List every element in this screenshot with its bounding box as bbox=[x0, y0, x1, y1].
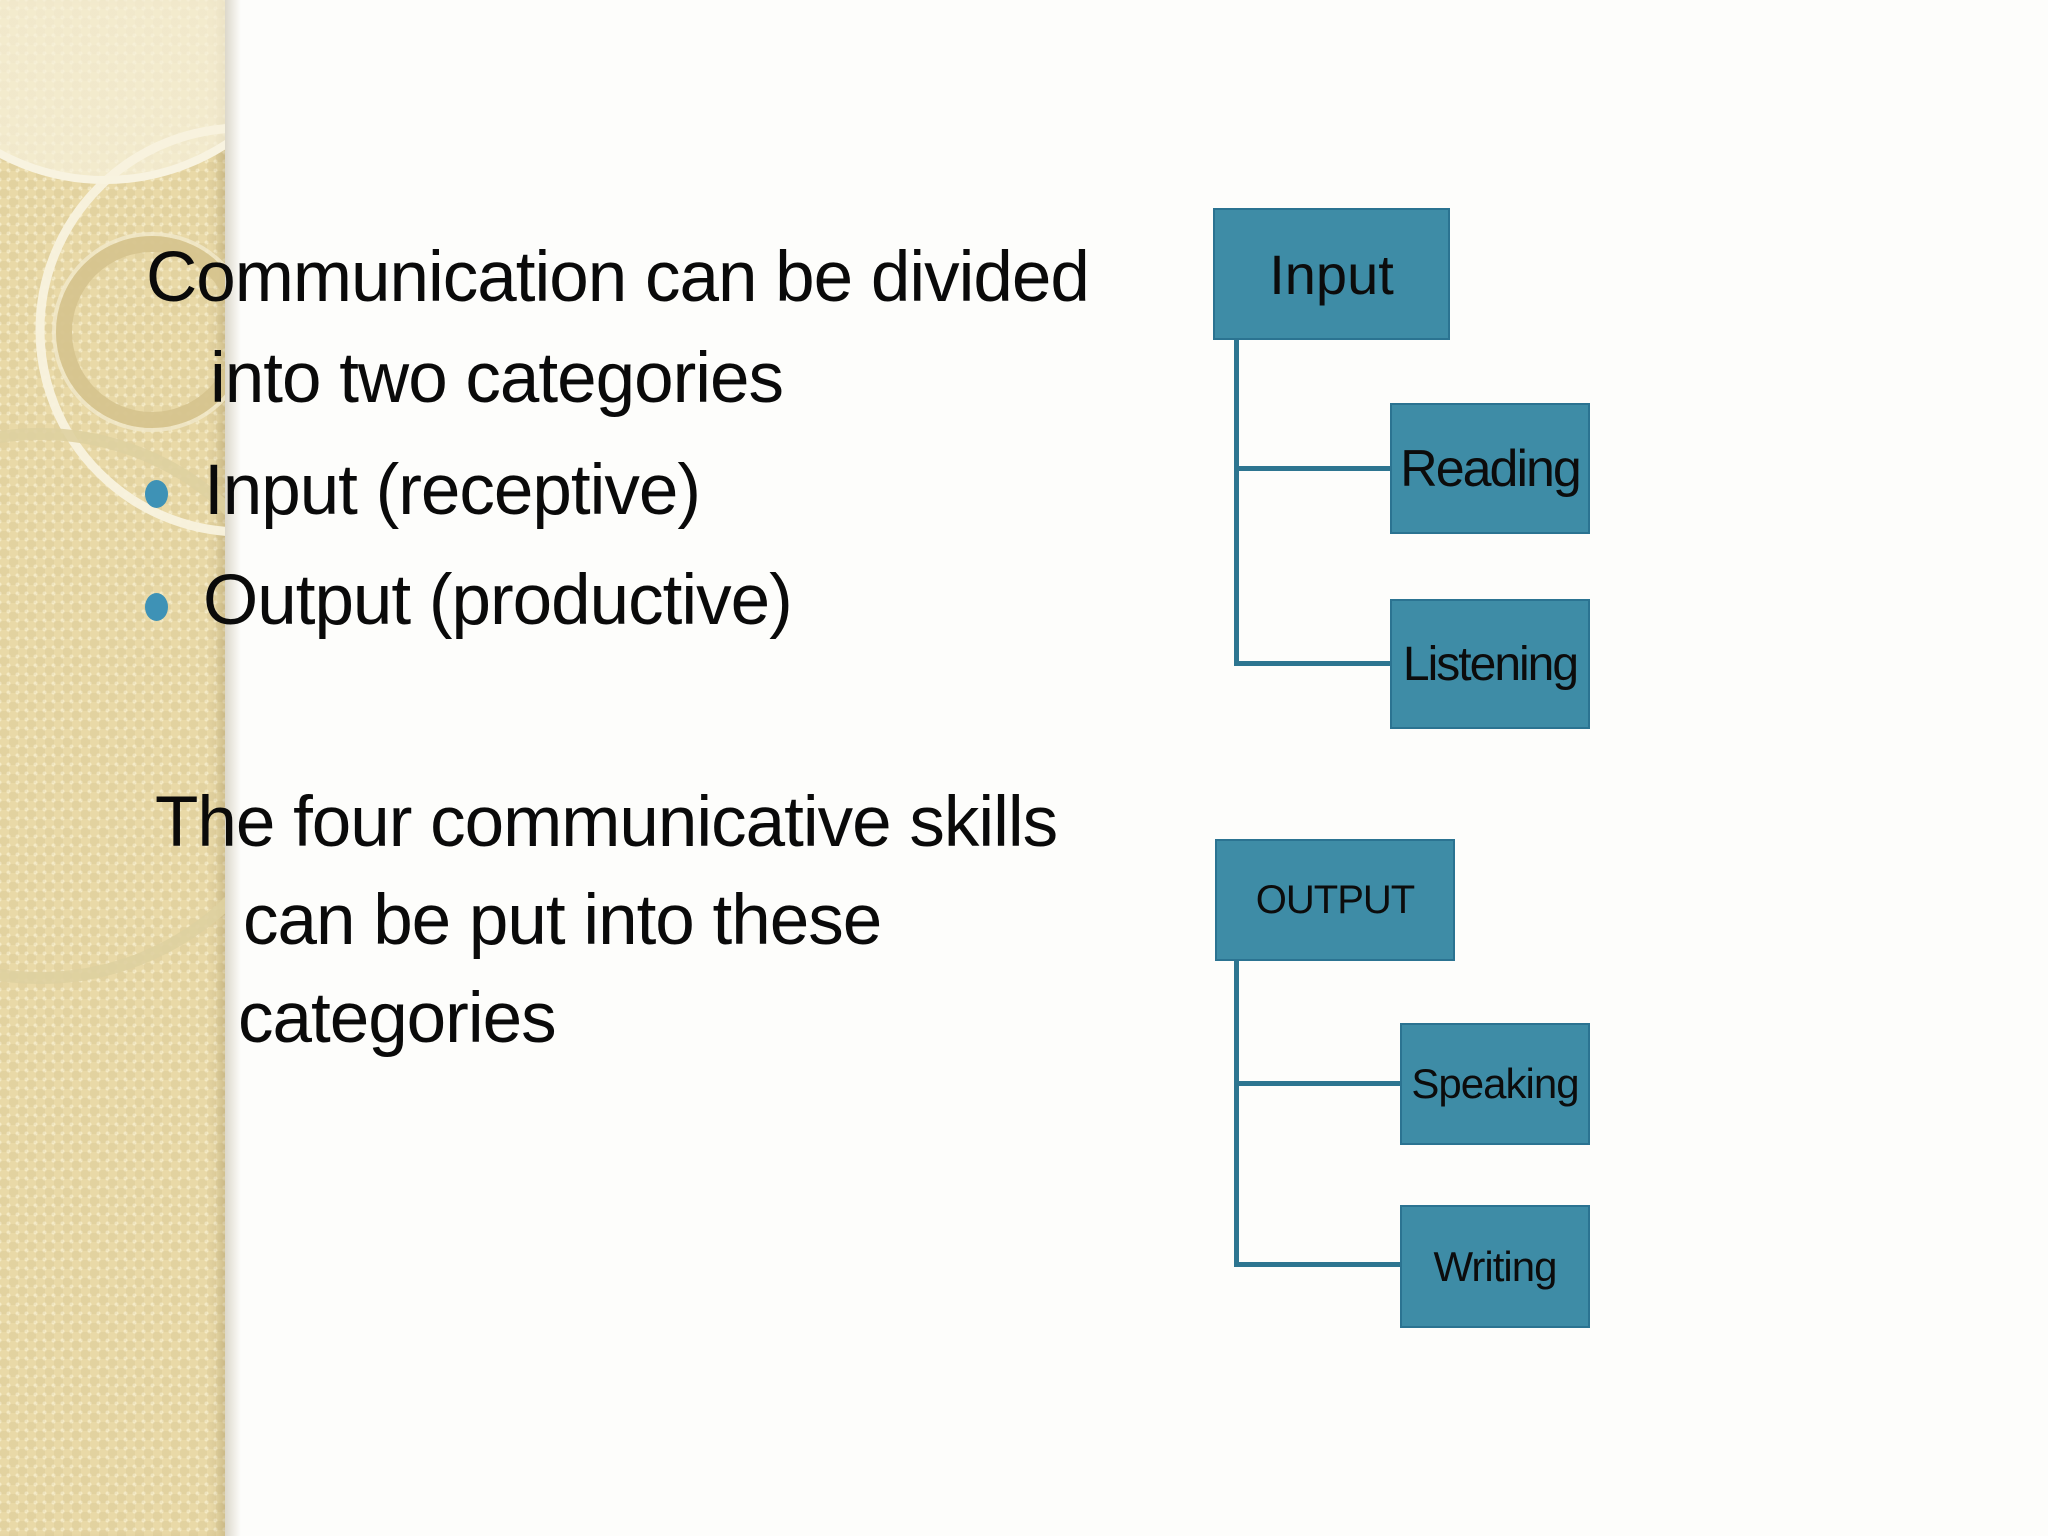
sidebar-edge-shadow bbox=[225, 0, 241, 1536]
decor-arc-bottom bbox=[0, 428, 225, 984]
decor-ring-highlight bbox=[52, 232, 225, 432]
decor-light-blob bbox=[0, 0, 225, 180]
paragraph-line: The four communicative skills bbox=[155, 783, 1058, 862]
connector-line-horizontal bbox=[1234, 1081, 1400, 1086]
diagram-box-label: Reading bbox=[1400, 439, 1582, 498]
connector-line-horizontal bbox=[1234, 1262, 1400, 1267]
connector-line-horizontal bbox=[1234, 466, 1390, 471]
diagram-box-writing: Writing bbox=[1400, 1205, 1590, 1328]
sidebar-circles-art bbox=[0, 0, 225, 984]
diagram-box-label: Writing bbox=[1433, 1242, 1558, 1290]
connector-line-vertical bbox=[1234, 961, 1239, 1267]
connector-line-vertical bbox=[1234, 340, 1239, 666]
paragraph-line: into two categories bbox=[210, 339, 784, 418]
paragraph-line: Communication can be divided bbox=[146, 238, 1090, 317]
bullet-item: Output (productive) bbox=[203, 561, 793, 640]
paragraph-line: categories bbox=[238, 979, 557, 1058]
bullet-icon bbox=[145, 480, 168, 508]
sidebar-decoration bbox=[0, 0, 225, 1536]
connector-line-horizontal bbox=[1234, 661, 1390, 666]
diagram-box-speaking: Speaking bbox=[1400, 1023, 1590, 1145]
diagram-box-label: Input bbox=[1269, 242, 1394, 306]
diagram-box-label: Speaking bbox=[1411, 1060, 1579, 1107]
diagram-box-label: OUTPUT bbox=[1255, 877, 1415, 922]
diagram-box-reading: Reading bbox=[1390, 403, 1590, 534]
diagram-box-input: Input bbox=[1213, 208, 1450, 340]
diagram-box-listening: Listening bbox=[1390, 599, 1590, 729]
bullet-icon bbox=[145, 593, 168, 621]
decor-arc-middle bbox=[35, 124, 225, 536]
diagram-box-output: OUTPUT bbox=[1215, 839, 1455, 961]
diagram-box-label: Listening bbox=[1402, 637, 1579, 691]
decor-ring-c bbox=[56, 236, 225, 428]
paragraph-line: can be put into these bbox=[243, 881, 882, 960]
bullet-item: Input (receptive) bbox=[204, 451, 701, 530]
